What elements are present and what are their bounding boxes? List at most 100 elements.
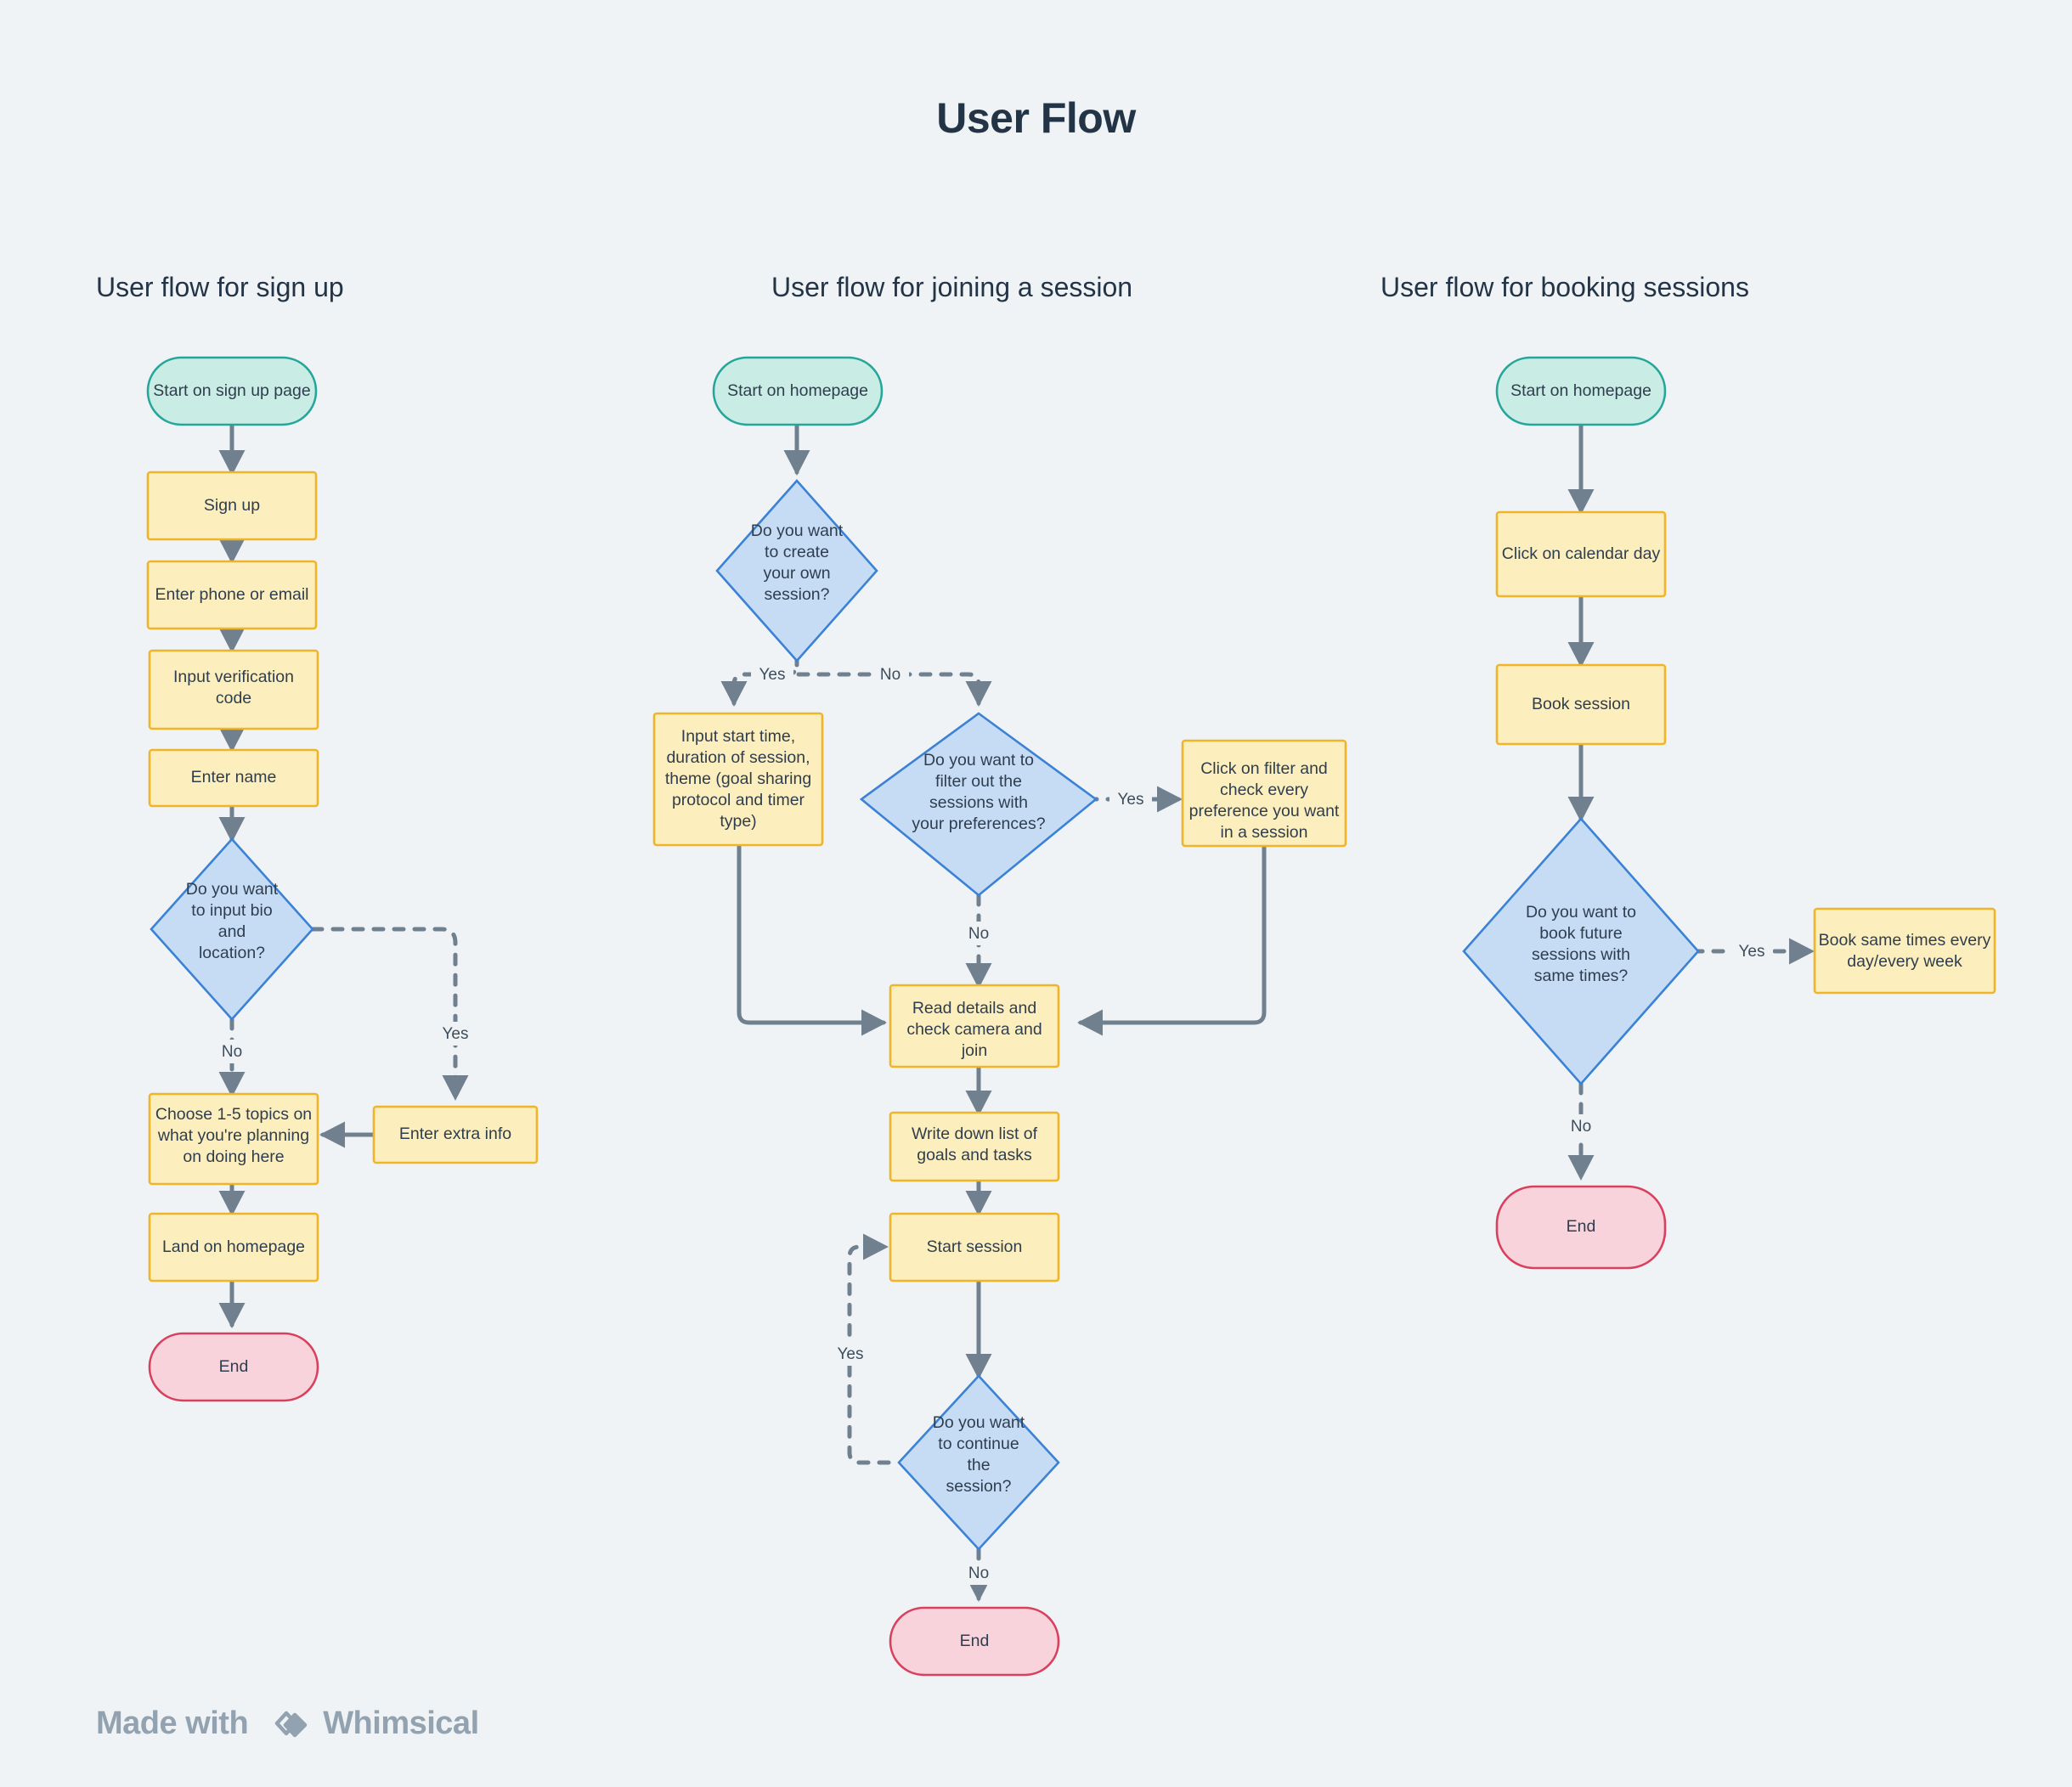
node-label-line: sessions with: [1532, 945, 1630, 964]
node-start-session[interactable]: Start session: [889, 1212, 1060, 1282]
edge-s6-s8: No: [214, 1017, 250, 1098]
node-end-joining[interactable]: End: [889, 1606, 1060, 1677]
node-end-signup[interactable]: End: [148, 1332, 319, 1402]
svg-text:End: End: [1567, 1217, 1596, 1236]
node-label: Enter phone or email: [155, 585, 308, 604]
svg-text:Start session: Start session: [927, 1237, 1023, 1256]
edge-label-yes: Yes: [1739, 943, 1765, 961]
edge-j2-j3: Yes: [720, 568, 799, 707]
node-label-line: on doing here: [183, 1147, 284, 1166]
svg-text:Enter extra info: Enter extra info: [399, 1125, 511, 1143]
svg-text:Start on homepage: Start on homepage: [1510, 381, 1651, 400]
column-joining: Yes No Yes No: [652, 356, 1347, 1677]
edge-label-no: No: [222, 1043, 242, 1061]
edge-label-yes: Yes: [759, 666, 786, 684]
node-label: Book session: [1532, 695, 1630, 713]
node-label-line: your preferences?: [912, 815, 1045, 833]
node-start-on-homepage-joining[interactable]: Start on homepage: [712, 356, 884, 426]
node-enter-name[interactable]: Enter name: [148, 748, 319, 808]
edge-j3-j6: [737, 843, 888, 1036]
node-enter-extra-info[interactable]: Enter extra info: [372, 1105, 539, 1164]
node-label-line: Choose 1-5 topics on: [155, 1105, 312, 1124]
node-label-line: Input verification: [173, 668, 294, 686]
node-choose-topics[interactable]: Choose 1-5 topics on what you're planning…: [148, 1092, 319, 1186]
edge-j5-j6: [1076, 843, 1267, 1036]
node-label-line: the: [967, 1456, 990, 1474]
svg-text:Start on sign up page: Start on sign up page: [153, 381, 310, 400]
node-label-line: to create: [765, 543, 829, 561]
edge-s6-s7: Yes: [310, 927, 476, 1102]
node-label-line: filter out the: [935, 772, 1022, 791]
node-start-on-homepage-booking[interactable]: Start on homepage: [1495, 356, 1667, 426]
node-label-multiline: Do you want to create your own session?: [751, 521, 844, 604]
node-label-line: Do you want to: [923, 751, 1034, 769]
footer-made-with-whimsical: Made with Whimsical: [96, 1703, 479, 1744]
node-label-line: sessions with: [929, 793, 1028, 812]
node-label-line: Do you want: [933, 1413, 1025, 1432]
svg-text:Start on homepage: Start on homepage: [727, 381, 868, 400]
column-title-signup: User flow for sign up: [96, 272, 344, 302]
node-label-line: to input bio: [191, 901, 273, 920]
node-label: Start on homepage: [727, 381, 868, 400]
edge-j9-j10: No: [961, 1547, 998, 1603]
node-label-line: Click on filter and: [1200, 759, 1328, 778]
node-enter-phone-or-email[interactable]: Enter phone or email: [146, 560, 318, 630]
node-sign-up[interactable]: Sign up: [146, 471, 318, 541]
node-label-line: your own: [763, 564, 830, 583]
node-book-same-times[interactable]: Book same times every day/every week: [1813, 907, 1996, 995]
node-decision-create-own-session[interactable]: Do you want to create your own session?: [715, 479, 878, 662]
edge-label-no: No: [880, 666, 901, 684]
column-title-booking: User flow for booking sessions: [1380, 272, 1749, 302]
node-label-line: Book same times every: [1819, 931, 1991, 950]
node-label-line: theme (goal sharing: [665, 769, 811, 788]
node-label-line: type): [720, 812, 756, 831]
node-input-session-details[interactable]: Input start time,duration of session,the…: [652, 712, 824, 847]
edge-j4-j6: No: [961, 893, 998, 989]
node-label: End: [1567, 1217, 1596, 1236]
footer-brand-label: Whimsical: [323, 1705, 479, 1741]
node-label-multiline: Choose 1-5 topics on what you're planning…: [155, 1105, 312, 1166]
node-label: End: [960, 1632, 990, 1650]
node-label: Click on calendar day: [1502, 544, 1661, 563]
page-title: User Flow: [936, 94, 1136, 142]
node-label-line: location?: [199, 944, 265, 962]
node-label-line: what you're planning: [157, 1126, 309, 1145]
node-label: End: [219, 1357, 249, 1376]
node-label-line: session?: [765, 585, 830, 604]
node-label-line: same times?: [1534, 967, 1629, 985]
edge-b4-b5: Yes: [1691, 938, 1815, 965]
node-end-booking[interactable]: End: [1495, 1185, 1667, 1270]
node-label-line: day/every week: [1847, 952, 1962, 971]
node-book-session[interactable]: Book session: [1495, 663, 1667, 746]
node-label-line: in a session: [1221, 823, 1308, 842]
node-label: Sign up: [204, 496, 260, 515]
node-label-line: duration of session,: [666, 748, 810, 767]
node-start-on-sign-up-page[interactable]: Start on sign up page: [146, 356, 318, 426]
node-decision-filter-sessions[interactable]: Do you want to filter out the sessions wit…: [859, 712, 1098, 897]
svg-text:Land on homepage: Land on homepage: [162, 1237, 305, 1256]
svg-text:Sign up: Sign up: [204, 496, 260, 515]
node-label-line: Do you want: [751, 521, 844, 540]
edge-label-yes: Yes: [443, 1025, 469, 1043]
node-label-line: and: [218, 922, 246, 941]
node-label-line: preference you want: [1189, 802, 1340, 820]
svg-text:End: End: [960, 1632, 990, 1650]
edge-b4-b6: No: [1563, 1081, 1601, 1181]
svg-text:End: End: [219, 1357, 249, 1376]
node-land-on-homepage[interactable]: Land on homepage: [148, 1212, 319, 1282]
node-label-line: Do you want to: [1526, 903, 1636, 922]
node-label: Enter name: [191, 768, 277, 786]
node-label-line: check camera and: [906, 1020, 1042, 1039]
column-title-joining: User flow for joining a session: [771, 272, 1133, 302]
node-click-on-calendar-day[interactable]: Click on calendar day: [1495, 510, 1667, 598]
